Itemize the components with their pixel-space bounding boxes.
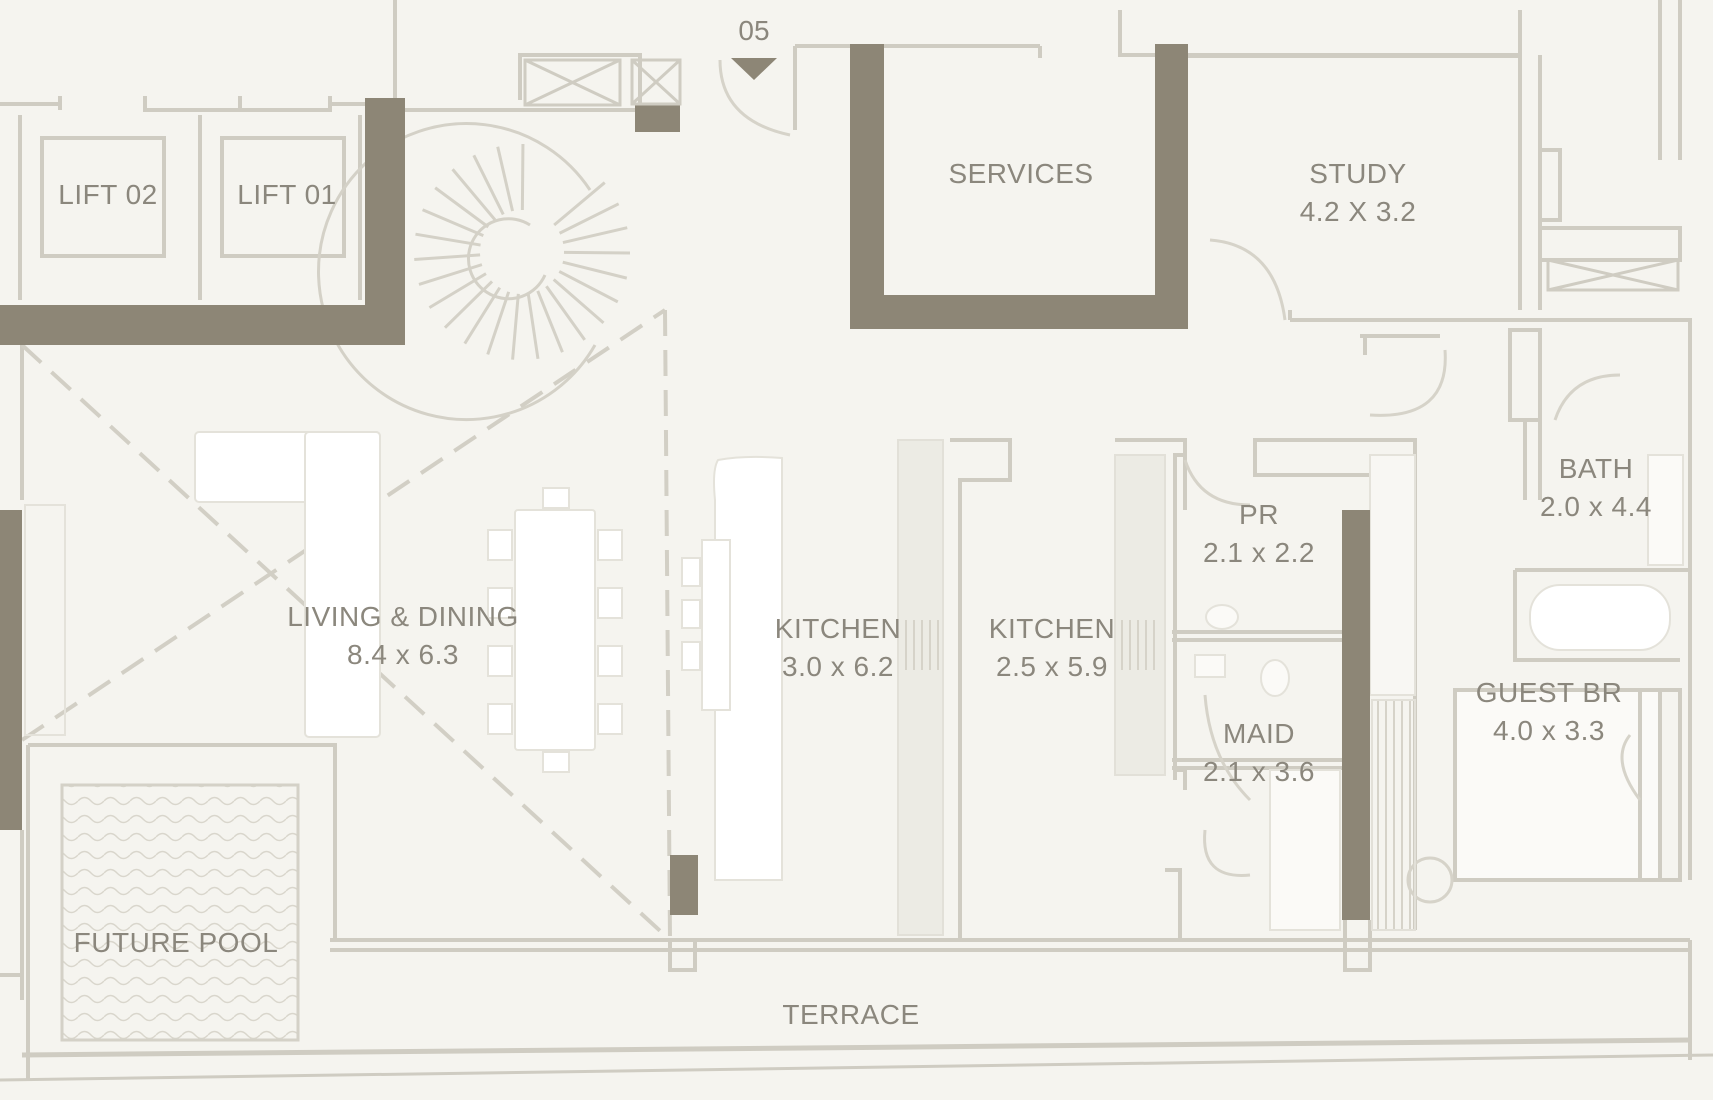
shafts: [523, 58, 1680, 292]
stair-tread: [563, 250, 631, 255]
room-size: 3.0 x 6.2: [782, 651, 894, 682]
stair-tread: [472, 154, 505, 216]
void-lines: [20, 308, 672, 942]
room-name: BATH: [1558, 453, 1634, 484]
room-name: KITCHEN: [774, 613, 902, 644]
room-size: 4.0 x 3.3: [1493, 715, 1605, 746]
stair-tread: [511, 293, 520, 360]
room-name: LIFT 02: [58, 179, 158, 210]
room-label-study: STUDY 4.2 X 3.2: [1300, 155, 1417, 231]
entry-marker-label: 05: [738, 15, 769, 46]
stair-tread: [553, 181, 606, 227]
stair-tread: [536, 290, 564, 353]
room-name: KITCHEN: [988, 613, 1116, 644]
thick-walls: [0, 44, 1370, 920]
stair-tread: [526, 293, 540, 360]
room-label-pr: PR 2.1 x 2.2: [1203, 496, 1315, 572]
entry-arrow-icon: [731, 58, 777, 80]
room-label-lift-01: LIFT 01: [237, 176, 336, 214]
room-name: GUEST BR: [1475, 677, 1623, 708]
room-size: 2.5 x 5.9: [996, 651, 1108, 682]
stair-tread: [558, 270, 619, 304]
room-name: LIFT 01: [237, 179, 337, 210]
stair-tread: [418, 263, 483, 286]
stair-tread: [434, 186, 490, 229]
stair-tread: [421, 208, 484, 237]
room-size: 2.1 x 3.6: [1203, 756, 1315, 787]
room-name: FUTURE POOL: [73, 927, 279, 958]
furniture: [24, 431, 1684, 936]
room-label-lift-02: LIFT 02: [58, 176, 157, 214]
door-swings: [718, 59, 1642, 904]
stair-tread: [486, 291, 511, 355]
room-name: SERVICES: [948, 158, 1094, 189]
stair-tread: [451, 168, 497, 221]
room-name: STUDY: [1309, 158, 1407, 189]
room-label-kitchen-2: KITCHEN 2.5 x 5.9: [989, 610, 1115, 686]
room-size: 8.4 x 6.3: [347, 639, 459, 670]
room-size: 2.0 x 4.4: [1540, 491, 1652, 522]
room-label-terrace: TERRACE: [782, 996, 919, 1034]
room-size: 2.1 x 2.2: [1203, 537, 1315, 568]
stair-tread: [463, 286, 502, 345]
stair-tread: [545, 285, 586, 341]
spiral-stair: [317, 122, 631, 422]
stair-tread: [562, 226, 628, 245]
stair-tread: [443, 280, 494, 329]
room-name: PR: [1239, 499, 1279, 530]
stair-tread: [415, 232, 481, 247]
room-label-kitchen-1: KITCHEN 3.0 x 6.2: [775, 610, 901, 686]
pool-water: [60, 783, 300, 1042]
room-name: TERRACE: [782, 999, 920, 1030]
stair-tread: [520, 143, 525, 211]
stair-tread: [562, 260, 628, 280]
room-size: 4.2 X 3.2: [1299, 196, 1417, 227]
room-label-guest-br: GUEST BR 4.0 x 3.3: [1476, 674, 1623, 750]
room-label-maid: MAID 2.1 x 3.6: [1203, 715, 1315, 791]
room-label-services: SERVICES: [948, 155, 1093, 193]
stair-tread: [552, 278, 605, 324]
room-label-bath: BATH 2.0 x 4.4: [1540, 450, 1652, 526]
room-name: MAID: [1223, 718, 1295, 749]
stair-tread: [414, 253, 481, 262]
room-label-living-dining: LIVING & DINING 8.4 x 6.3: [287, 598, 519, 674]
stair-tread: [496, 146, 515, 212]
stair-tread: [558, 202, 620, 235]
room-label-future-pool: FUTURE POOL: [74, 924, 279, 962]
stair-tread: [428, 272, 487, 309]
room-name: LIVING & DINING: [287, 601, 519, 632]
